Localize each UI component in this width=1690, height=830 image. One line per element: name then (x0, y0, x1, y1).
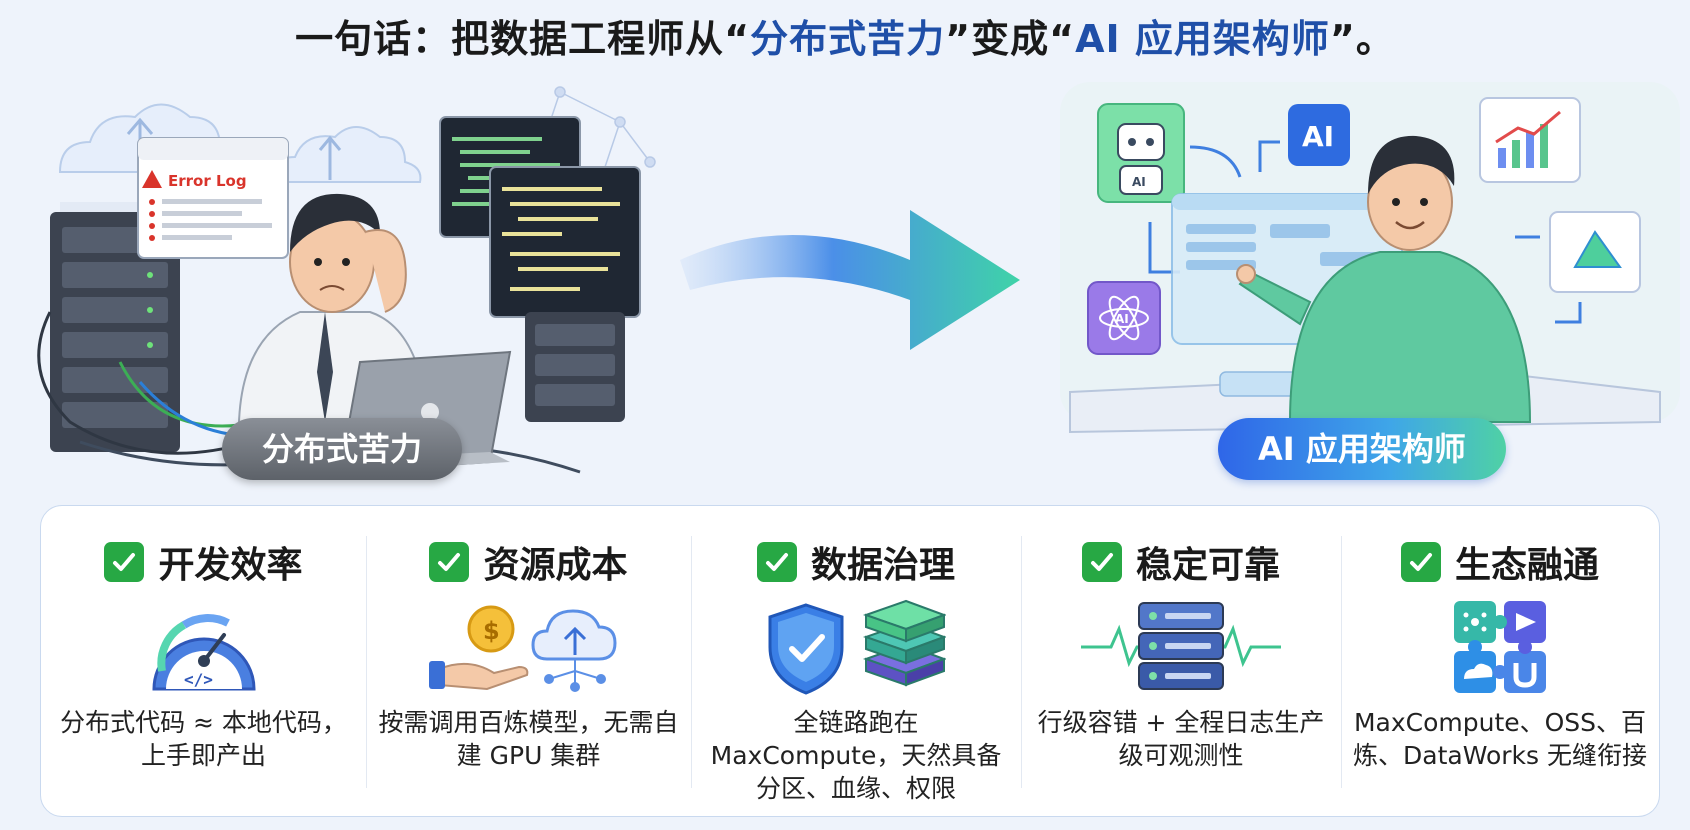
feature-card-stability: 稳定可靠 行级容错 + 全程日志生产级可观测性 (1021, 506, 1341, 818)
check-icon (1081, 542, 1122, 582)
warning-icon (142, 170, 162, 188)
check-icon (756, 542, 797, 582)
robot-icon (1097, 103, 1185, 203)
title-prefix: 一句话：把数据工程师从“ (295, 17, 751, 61)
features-panel: 开发效率 </> 分布式代码 ≈ 本地代码，上手即产出 资源成本 $ (40, 505, 1660, 817)
feature-header: 生态融通 (1341, 536, 1659, 588)
puzzle-icon (1450, 599, 1550, 699)
feature-title: 开发效率 (158, 545, 303, 586)
coin-cloud-icon: $ (428, 599, 629, 699)
error-log-window (137, 137, 289, 259)
check-icon (1400, 542, 1441, 582)
feature-card-data-governance: 数据治理 全链路跑在 MaxCompute，天然具备分区、血缘、权限 (691, 506, 1021, 818)
apple-logo-icon (421, 403, 439, 421)
atom-ai-icon (1087, 281, 1161, 355)
code-window (439, 116, 641, 318)
svg-text:</>: </> (184, 670, 213, 689)
ai-badge-label: AI (1302, 120, 1334, 153)
right-scene-label: AI 应用架构师 (1218, 418, 1506, 480)
left-scene-label: 分布式苦力 (222, 418, 463, 480)
feature-card-resource-cost: 资源成本 $ 按需调用百炼模型，无需自建 GPU 集群 (366, 506, 691, 818)
feature-description: 按需调用百炼模型，无需自建 GPU 集群 (378, 708, 679, 770)
feature-description: 行级容错 + 全程日志生产级可观测性 (1037, 708, 1325, 770)
feature-title: 稳定可靠 (1135, 545, 1280, 586)
feature-description: 分布式代码 ≈ 本地代码，上手即产出 (60, 708, 347, 770)
feature-description: MaxCompute、OSS、百炼、DataWorks 无缝衔接 (1353, 708, 1647, 770)
server-pulse-icon (1081, 599, 1281, 699)
feature-header: 开发效率 (41, 536, 366, 588)
svg-text:$: $ (483, 617, 500, 645)
error-log-label: Error Log (168, 172, 247, 190)
atom-ai-badge: AI (1115, 312, 1129, 326)
shield-database-icon (766, 599, 947, 699)
feature-description: 全链路跑在 MaxCompute，天然具备分区、血缘、权限 (710, 708, 1002, 803)
feature-title: 生态融通 (1454, 545, 1599, 586)
speedometer-code-icon: </> (144, 599, 264, 699)
3d-model-icon (1549, 211, 1641, 293)
check-icon (429, 542, 470, 582)
robot-ai-badge: AI (1132, 175, 1146, 189)
title-suffix: ”。 (1329, 17, 1395, 61)
page-title: 一句话：把数据工程师从“分布式苦力”变成“AI 应用架构师”。 (0, 8, 1690, 63)
title-middle: ”变成“ (945, 17, 1076, 61)
feature-card-ecosystem: 生态融通 MaxCompute、OSS、百炼、DataWorks 无缝衔接 (1341, 506, 1659, 818)
feature-title: 数据治理 (810, 545, 955, 586)
ai-badge-icon (1288, 104, 1350, 166)
feature-header: 稳定可靠 (1021, 536, 1341, 588)
transformation-arrow-icon (680, 210, 1020, 350)
ai-architect-illustration: AI AI AI (1060, 62, 1680, 492)
feature-header: 资源成本 (366, 536, 691, 588)
feature-title: 资源成本 (483, 545, 628, 586)
growth-chart-icon (1479, 97, 1581, 183)
feature-card-dev-efficiency: 开发效率 </> 分布式代码 ≈ 本地代码，上手即产出 (41, 506, 366, 818)
server-box-icon (525, 312, 625, 422)
title-highlight-2: AI 应用架构师 (1075, 17, 1330, 61)
check-icon (104, 542, 145, 582)
architect-person (1236, 135, 1532, 423)
feature-header: 数据治理 (691, 536, 1021, 588)
title-highlight-1: 分布式苦力 (750, 17, 946, 61)
